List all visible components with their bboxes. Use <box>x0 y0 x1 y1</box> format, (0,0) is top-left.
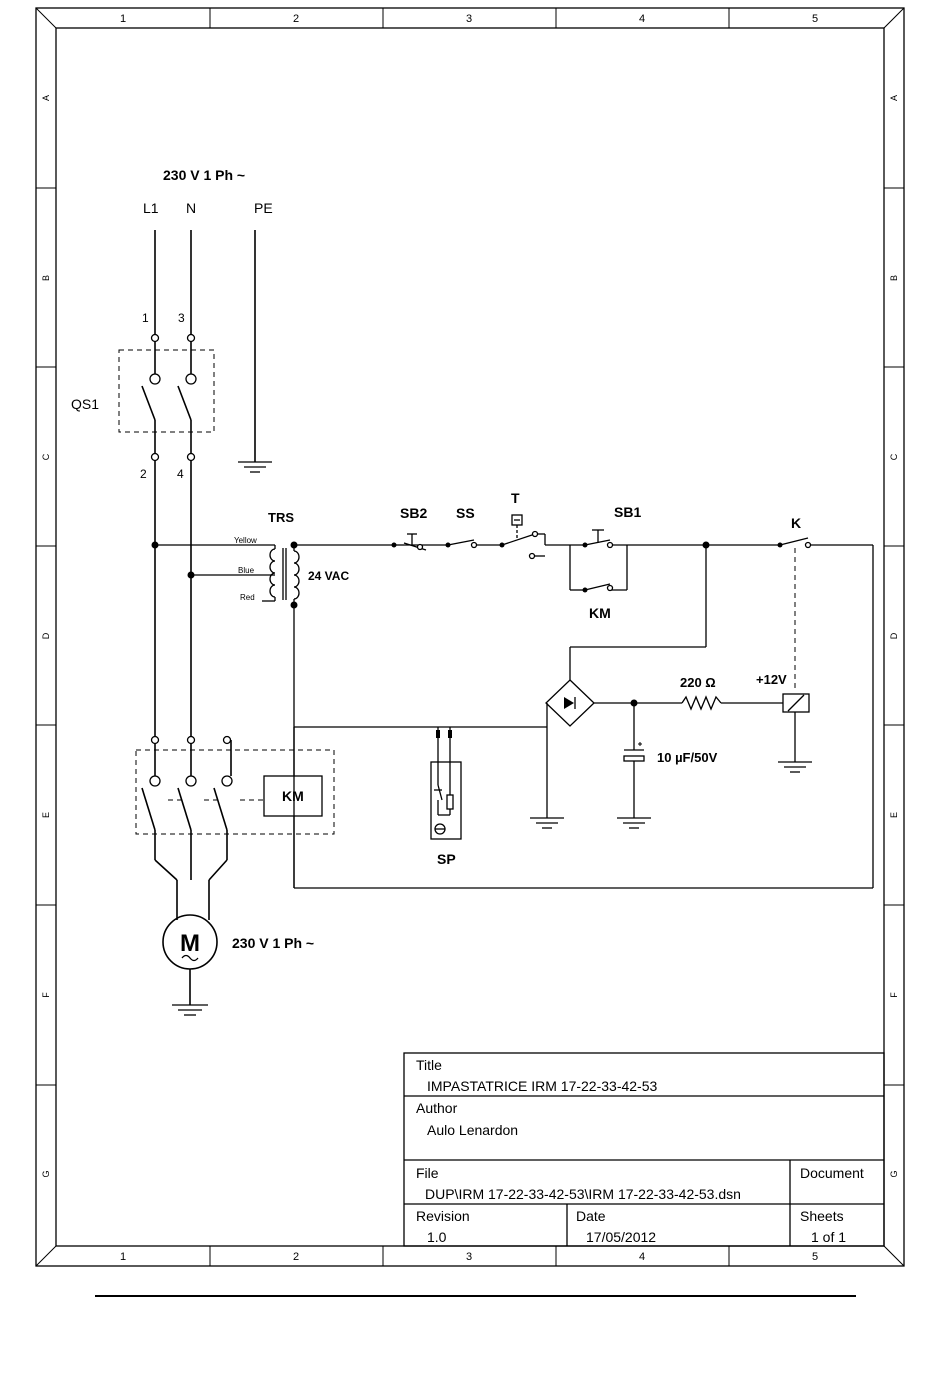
sp-sensor-icon <box>430 727 462 840</box>
sheets-value: 1 of 1 <box>811 1229 846 1245</box>
row-label-left-f: F <box>41 992 51 998</box>
bridge-ground-icon <box>530 817 564 829</box>
resistor-label: 220 Ω <box>680 675 716 690</box>
file-label: File <box>416 1165 439 1181</box>
v12-label: +12V <box>756 672 787 687</box>
col-label-bottom-4: 4 <box>639 1251 645 1263</box>
supply-label: 230 V 1 Ph ~ <box>163 167 245 183</box>
terminal-3-label: 3 <box>178 311 185 325</box>
row-label-left-e: E <box>41 812 51 818</box>
row-label-right-b: B <box>889 275 899 281</box>
vac-label: 24 VAC <box>308 569 349 583</box>
date-label: Date <box>576 1208 606 1224</box>
ss-label: SS <box>456 505 475 521</box>
author-name: Aulo Lenardon <box>427 1122 518 1138</box>
revision-value: 1.0 <box>427 1229 447 1245</box>
row-label-right-f: F <box>889 992 899 998</box>
sb2-label: SB2 <box>400 505 427 521</box>
col-label-top-5: 5 <box>812 13 818 25</box>
motor-supply-label: 230 V 1 Ph ~ <box>232 935 314 951</box>
transformer <box>155 544 300 605</box>
relay-ground-icon <box>778 761 812 773</box>
t-label: T <box>511 490 520 506</box>
l1-label: L1 <box>143 200 159 216</box>
pe-label: PE <box>254 200 273 216</box>
col-label-top-4: 4 <box>639 13 645 25</box>
col-label-bottom-1: 1 <box>120 1251 126 1263</box>
file-path: DUP\IRM 17-22-33-42-53\IRM 17-22-33-42-5… <box>425 1186 741 1202</box>
col-label-top-2: 2 <box>293 13 299 25</box>
col-label-bottom-5: 5 <box>812 1251 818 1263</box>
sb1-label: SB1 <box>614 504 641 520</box>
control-junctions <box>151 530 812 707</box>
col-label-top-3: 3 <box>466 13 472 25</box>
capacitor-label: 10 µF/50V <box>657 750 718 765</box>
bridge-rectifier-icon <box>545 679 682 818</box>
motor-ground-icon <box>172 1004 208 1016</box>
blue-wire-label: Blue <box>238 566 255 575</box>
col-label-bottom-3: 3 <box>466 1251 472 1263</box>
row-label-right-g: G <box>889 1170 899 1177</box>
row-label-right-d: D <box>889 632 899 639</box>
terminal-1-label: 1 <box>142 311 149 325</box>
capacitor-icon <box>623 703 645 818</box>
yellow-wire-label: Yellow <box>234 536 257 545</box>
row-label-left-a: A <box>41 95 51 101</box>
pe-ground-icon <box>238 461 272 473</box>
red-wire-label: Red <box>240 593 255 602</box>
control-circuit <box>293 514 874 889</box>
capacitor-ground-icon <box>617 817 651 829</box>
motor-label: M <box>180 930 200 957</box>
col-label-bottom-2: 2 <box>293 1251 299 1263</box>
km-contact-label: KM <box>589 605 611 621</box>
title-block <box>403 1052 885 1247</box>
trs-label: TRS <box>268 510 294 525</box>
revision-label: Revision <box>416 1208 470 1224</box>
qs1-label: QS1 <box>71 396 99 412</box>
k-label: K <box>791 515 801 531</box>
row-label-left-b: B <box>41 275 51 281</box>
sheets-label: Sheets <box>800 1208 844 1224</box>
row-label-right-e: E <box>889 812 899 818</box>
inner-border <box>55 27 885 1247</box>
row-label-right-a: A <box>889 95 899 101</box>
drawing-title: IMPASTATRICE IRM 17-22-33-42-53 <box>427 1078 658 1094</box>
title-label: Title <box>416 1057 442 1073</box>
km-coil-label: KM <box>282 788 304 804</box>
km-contactor <box>135 727 335 920</box>
power-lines <box>154 230 256 776</box>
row-label-left-c: C <box>41 453 51 460</box>
resistor-icon <box>681 695 783 711</box>
terminal-2-label: 2 <box>140 467 147 481</box>
row-label-left-g: G <box>41 1170 51 1177</box>
row-label-left-d: D <box>41 632 51 639</box>
motor-icon <box>162 914 218 1005</box>
row-label-right-c: C <box>889 453 899 460</box>
n-label: N <box>186 200 196 216</box>
relay-coil-icon <box>782 693 810 762</box>
qs1-breaker <box>118 333 215 462</box>
col-label-top-1: 1 <box>120 13 126 25</box>
author-label: Author <box>416 1100 458 1116</box>
document-label: Document <box>800 1165 864 1181</box>
sp-label: SP <box>437 851 456 867</box>
outer-border <box>35 7 905 1267</box>
terminal-4-label: 4 <box>177 467 184 481</box>
date-value: 17/05/2012 <box>586 1229 656 1245</box>
